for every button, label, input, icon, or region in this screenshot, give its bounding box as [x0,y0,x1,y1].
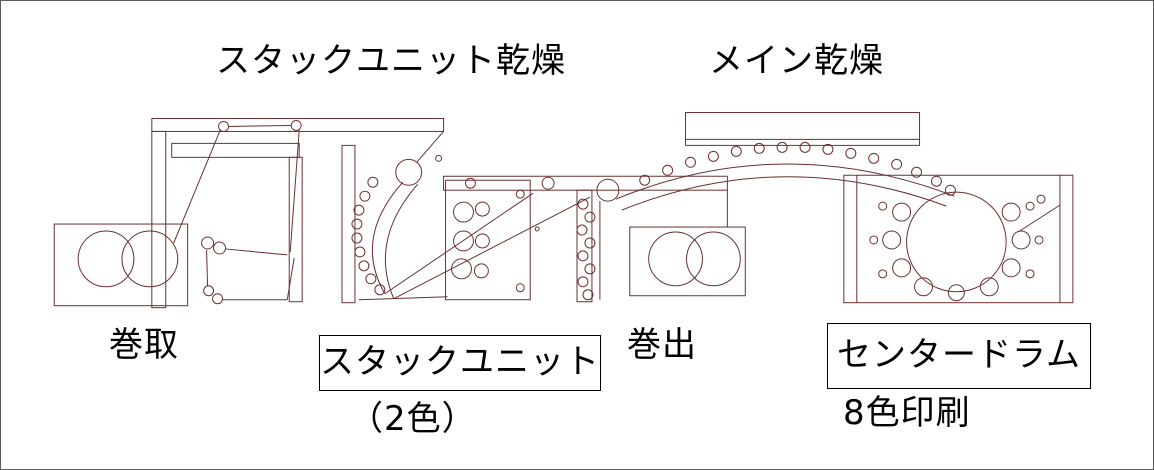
stack-dryer-frame [151,118,445,309]
rewind-label: 巻取 [109,325,179,365]
stack-unit-colors-label: （2色） [349,399,477,439]
left-web-path [173,119,302,305]
main-dryer-hood [685,112,921,146]
stack-dryer-title: スタックユニット乾燥 [216,41,566,81]
stack-unit-press [445,179,531,301]
eight-color-print-label: 8色印刷 [843,393,971,433]
center-drum-unit [843,174,1074,304]
stack-dryer-tower [341,131,591,304]
unwind-label: 巻出 [627,325,697,365]
middle-beam [443,175,728,300]
rewinder-unit [53,223,189,307]
vertical-web-path [576,189,596,303]
stack-unit-label-box: スタックユニット [319,335,601,391]
main-dryer-title: メイン乾燥 [709,41,884,81]
arc-web-path [615,141,956,211]
unwinder-unit [629,226,746,297]
center-drum-label-box: センタードラム [827,323,1091,389]
